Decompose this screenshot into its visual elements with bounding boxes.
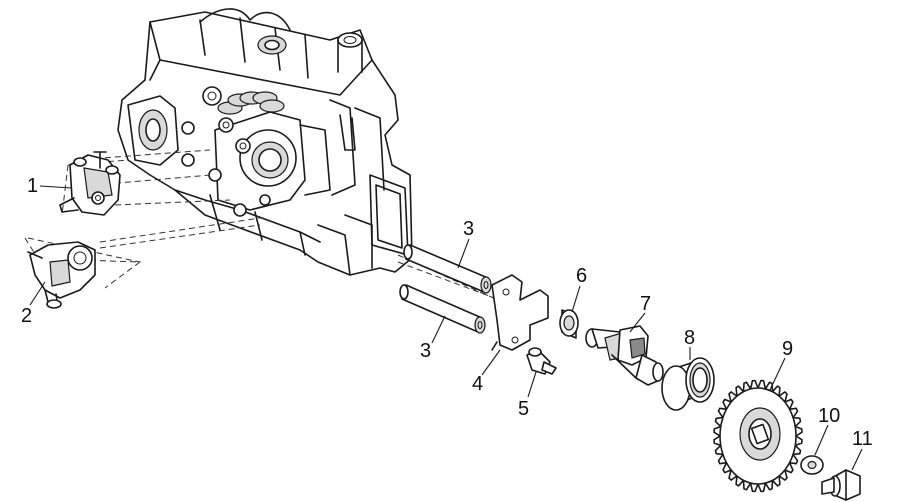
part-10-washer — [800, 455, 824, 475]
part-3-shafts — [399, 244, 492, 334]
callout-labels: 1 2 3 3 4 5 6 7 8 9 10 11 — [21, 175, 873, 450]
callout-6: 6 — [576, 265, 587, 287]
valve-springs — [202, 86, 285, 115]
cylinder-head — [117, 8, 413, 276]
callout-11: 11 — [852, 428, 873, 450]
leader-lines — [29, 185, 863, 471]
callout-5: 5 — [518, 398, 529, 420]
part-5-screw — [526, 347, 557, 375]
part-4-retainer-plate — [491, 274, 549, 351]
part-2-rocker-arm — [27, 241, 96, 309]
part-8-bearing — [661, 357, 715, 411]
callout-4: 4 — [472, 373, 483, 395]
callout-9: 9 — [782, 338, 793, 360]
callout-1: 1 — [27, 175, 38, 197]
part-7-camshaft — [585, 325, 664, 386]
part-11-bolt — [821, 469, 861, 501]
callout-10: 10 — [818, 405, 840, 427]
callout-2: 2 — [21, 305, 32, 327]
callout-8: 8 — [684, 327, 695, 349]
callout-3-lower: 3 — [420, 340, 431, 362]
callout-3-upper: 3 — [463, 218, 474, 240]
callout-7: 7 — [640, 293, 651, 315]
part-6-bushing — [559, 309, 579, 339]
part-9-sprocket — [713, 379, 803, 493]
part-1-rocker-arm — [59, 151, 121, 216]
